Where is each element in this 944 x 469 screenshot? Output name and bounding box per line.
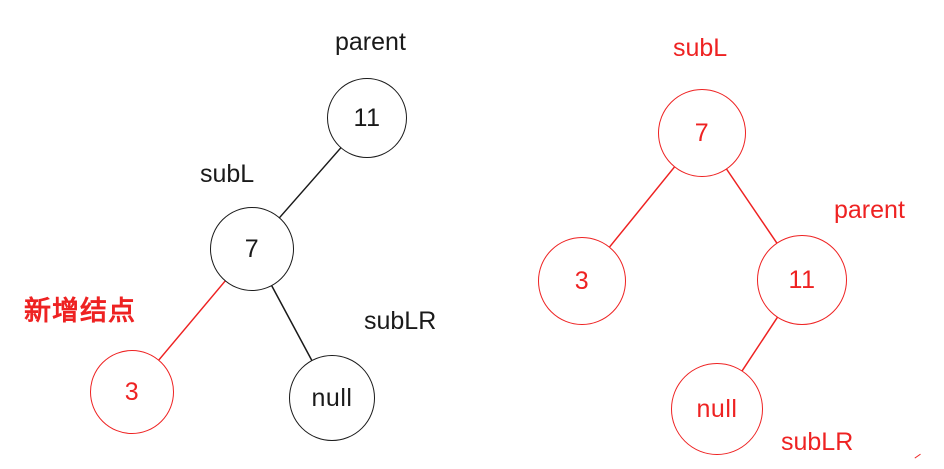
l-sublr-label: subLR	[364, 307, 437, 335]
tree-node-value: 11	[788, 265, 816, 294]
tree-edge	[725, 168, 778, 244]
tree-node-value: 7	[244, 234, 260, 263]
tree-node-3[interactable]: 3	[538, 237, 626, 325]
tree-node-value: 11	[353, 103, 381, 132]
r-subl-label: subL	[673, 34, 728, 62]
tree-edge	[278, 147, 342, 219]
tree-node-value: 3	[574, 266, 590, 295]
tree-edge	[271, 285, 313, 361]
tree-edge	[741, 316, 778, 372]
tree-node-7[interactable]: 7	[658, 89, 746, 177]
tree-node-7[interactable]: 7	[210, 207, 294, 291]
r-sublr-label: subLR	[781, 428, 854, 456]
tree-node-null[interactable]: null	[671, 363, 763, 455]
r-parent-label: parent	[834, 196, 905, 224]
stray-pen-mark	[912, 450, 921, 459]
l-subl-label: subL	[200, 160, 255, 188]
tree-node-value: 3	[124, 377, 140, 406]
tree-node-value: null	[311, 383, 353, 412]
tree-node-3[interactable]: 3	[90, 350, 174, 434]
tree-node-11[interactable]: 11	[757, 235, 847, 325]
tree-edge	[158, 280, 226, 361]
l-parent-label: parent	[335, 28, 406, 56]
tree-node-value: null	[696, 394, 738, 423]
tree-node-null[interactable]: null	[289, 355, 375, 441]
l-new-node-label: 新增结点	[24, 296, 136, 326]
tree-node-value: 7	[694, 118, 710, 147]
tree-edge	[608, 166, 676, 248]
tree-node-11[interactable]: 11	[327, 78, 407, 158]
